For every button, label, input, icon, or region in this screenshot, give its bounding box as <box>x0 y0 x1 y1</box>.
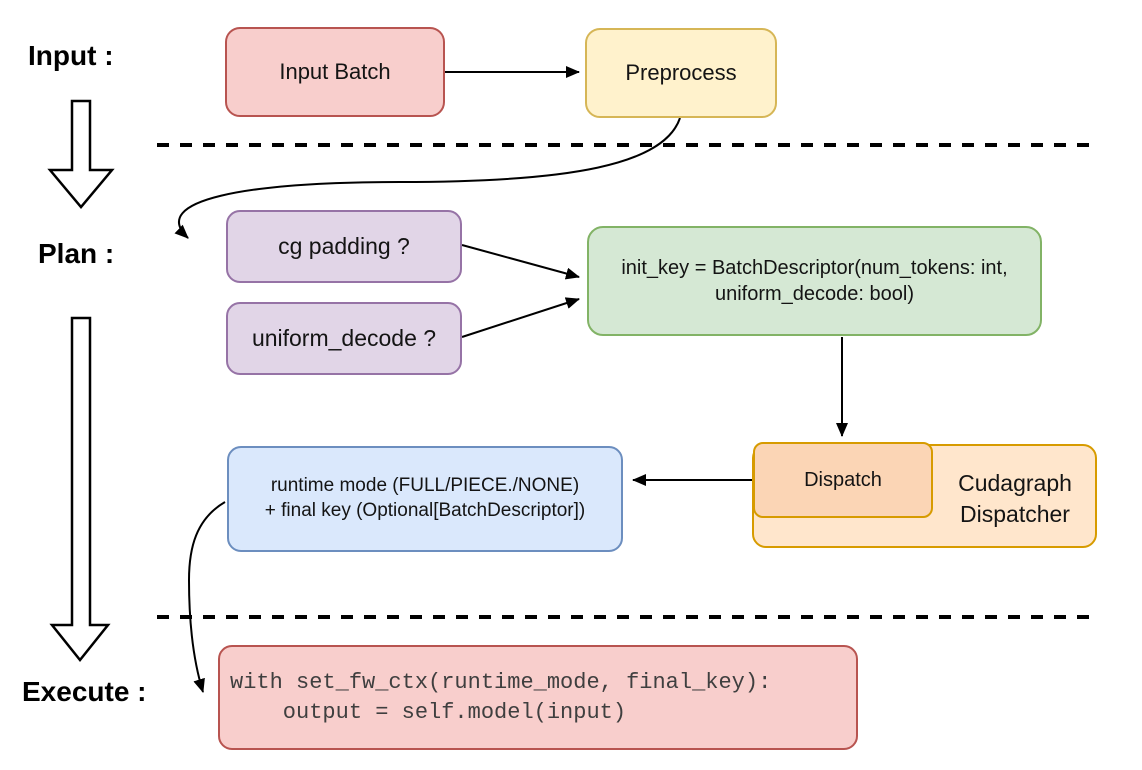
node-preprocess: Preprocess <box>585 28 777 118</box>
node-cudagraph-dispatcher-label: Cudagraph Dispatcher <box>935 468 1095 530</box>
node-init-key-line2: uniform_decode: bool) <box>714 283 914 305</box>
node-uniform-decode-label: uniform_decode ? <box>251 324 437 351</box>
stage-arrow-plan-to-execute-icon <box>49 316 111 663</box>
stage-arrow-input-to-plan-icon <box>47 99 115 209</box>
node-cg-padding: cg padding ? <box>226 210 462 283</box>
node-runtime-line1: runtime mode (FULL/PIECE./NONE) <box>270 475 580 497</box>
stage-label-execute: Execute : <box>22 676 147 707</box>
node-input-batch: Input Batch <box>225 27 445 117</box>
node-input-batch-label: Input Batch <box>279 58 391 84</box>
node-init-key: init_key = BatchDescriptor(num_tokens: i… <box>587 226 1042 336</box>
arrow-uniformdecode-to-initkey <box>461 297 580 338</box>
node-preprocess-label: Preprocess <box>625 59 737 85</box>
cudagraph-label-line2: Dispatcher <box>960 501 1070 528</box>
node-init-key-line1: init_key = BatchDescriptor(num_tokens: i… <box>621 257 1008 279</box>
code-line1: with set_fw_ctx(runtime_mode, final_key)… <box>230 669 772 695</box>
node-runtime-line2: + final key (Optional[BatchDescriptor]) <box>264 500 586 521</box>
node-cg-padding-label: cg padding ? <box>278 232 410 259</box>
node-dispatch: Dispatch <box>753 442 933 518</box>
node-dispatch-label: Dispatch <box>804 469 882 491</box>
code-line2: output = self.model(input) <box>230 699 627 725</box>
stage-label-plan: Plan : <box>38 238 115 269</box>
stage-label-input: Input : <box>28 40 114 71</box>
node-runtime-mode: runtime mode (FULL/PIECE./NONE) + final … <box>227 446 623 552</box>
node-uniform-decode: uniform_decode ? <box>226 302 462 375</box>
node-execute-code: with set_fw_ctx(runtime_mode, final_key)… <box>218 645 858 750</box>
arrow-cgpadding-to-initkey <box>461 244 580 280</box>
cudagraph-label-line1: Cudagraph <box>958 470 1072 496</box>
